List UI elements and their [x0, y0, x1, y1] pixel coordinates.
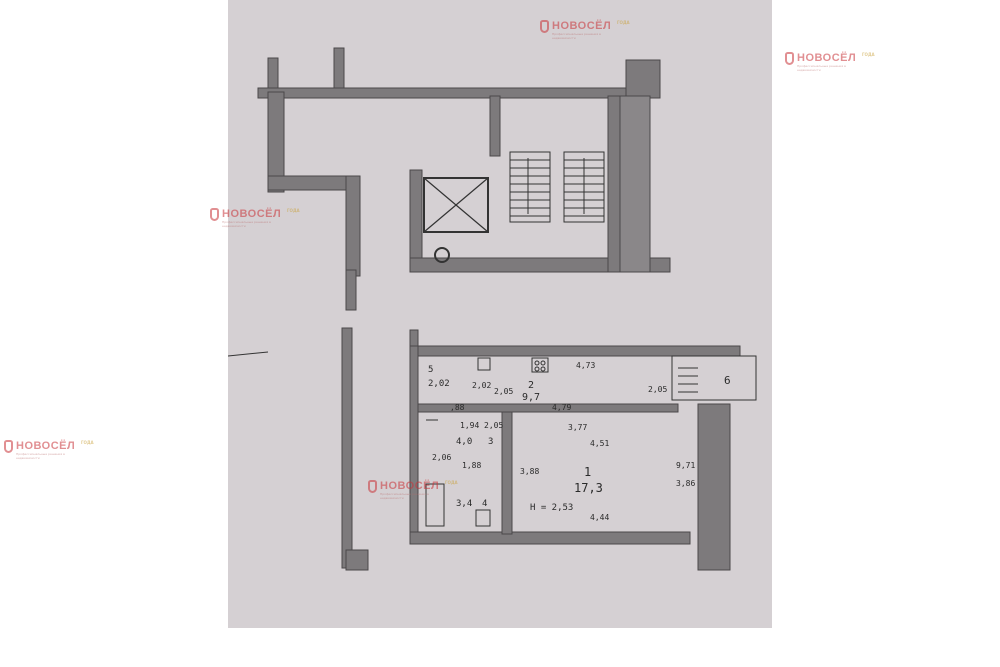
- wall-shaft: [489, 95, 501, 157]
- wall-apartment-top: [409, 345, 741, 357]
- dim-bath-side: 2,05: [494, 387, 513, 396]
- room-3-area: 4,0: [456, 437, 472, 447]
- dim-kitchen-bottom: 4,79: [552, 403, 571, 412]
- watermark-subtitle: Профессиональные решения в недвижимости: [16, 452, 65, 460]
- house-logo-icon: [785, 52, 794, 65]
- walls: [257, 47, 741, 571]
- watermark-logo: НОВОСЁЛ Профессиональные решения в недви…: [785, 52, 875, 72]
- dim-kitchen-top: 4,73: [576, 361, 595, 370]
- dim-hall-width: 1,94: [460, 421, 479, 430]
- watermark-logo: НОВОСЁЛ Профессиональные решения в недви…: [210, 208, 300, 228]
- elevator: [423, 177, 489, 263]
- watermark-logo: НОВОСЁЛ Профессиональные решения в недви…: [540, 20, 630, 40]
- watermark-subtitle: Профессиональные решения в недвижимости: [797, 64, 846, 72]
- dim-room-inner-top: 4,51: [590, 439, 609, 448]
- watermark-badge: ГОДА: [862, 52, 875, 57]
- house-logo-icon: [540, 20, 549, 33]
- dim-hall-bottom: 1,88: [462, 461, 481, 470]
- room-2-area: 9,7: [522, 392, 540, 403]
- wall-left-column: [341, 327, 353, 569]
- room-6-number: 6: [724, 374, 731, 387]
- dim-room-far-right: 9,71: [676, 461, 695, 470]
- dim-closet-side: 2,02: [472, 381, 491, 390]
- room-2-number: 2: [528, 380, 534, 391]
- watermark-subtitle: Профессиональные решения в недвижимости: [222, 220, 271, 228]
- wall-stair-right-thick: [619, 95, 651, 273]
- dim-room-right: 3,86: [676, 479, 695, 488]
- fixtures: [228, 351, 549, 527]
- wall-top-right-block: [625, 59, 661, 99]
- wall-stair-right: [607, 95, 621, 273]
- wall-top-stub-left: [333, 47, 345, 89]
- stairs: [509, 151, 605, 223]
- room-5-area: 2,02: [428, 379, 450, 389]
- watermark-subtitle: Профессиональные решения в недвижимости: [380, 492, 429, 500]
- wall-left-gap: [345, 269, 357, 311]
- wall-top-stub-far: [267, 57, 279, 89]
- watermark-brand: НОВОСЁЛ: [222, 208, 282, 220]
- dim-hall-right: 2,05: [484, 421, 503, 430]
- wall-apartment-bottom: [409, 531, 691, 545]
- room-4-area: 3,4: [456, 499, 472, 509]
- room-5-number: 5: [428, 365, 433, 375]
- wall-apartment-left: [409, 345, 419, 543]
- watermark-brand: НОВОСЁЛ: [797, 52, 857, 64]
- dim-kitchen-right: 2,05: [648, 385, 667, 394]
- dimension-labels: 4,73 4,79 2,05 3,77 4,51 3,86 4,44 9,71 …: [432, 361, 695, 522]
- wall-room-divider: [501, 403, 513, 535]
- dim-room-bottom: 4,44: [590, 513, 609, 522]
- watermark-brand: НОВОСЁЛ: [16, 440, 76, 452]
- wall-apartment-right: [697, 403, 731, 571]
- room-3-number: 3: [488, 437, 493, 447]
- balcony: [671, 355, 757, 401]
- wall-stair-left: [409, 169, 423, 271]
- watermark-logo: НОВОСЁЛ Профессиональные решения в недви…: [4, 440, 94, 460]
- room-labels: 2 9,7 1 17,3 3 4,0 4 3,4 5 2,02 6 Н = 2,…: [428, 365, 731, 513]
- house-logo-icon: [368, 480, 377, 493]
- dim-corridor: 3,88: [520, 467, 539, 476]
- watermark-logo: НОВОСЁЛ Профессиональные решения в недви…: [368, 480, 458, 500]
- wall-left-step: [267, 175, 359, 191]
- wall-left-foot: [345, 549, 369, 571]
- dim-room-top: 3,77: [568, 423, 587, 432]
- wall-left-upper: [267, 91, 285, 193]
- wall-left-mid: [345, 175, 361, 277]
- wall-top-corridor: [257, 87, 661, 99]
- wall-stair-bottom: [409, 257, 671, 273]
- room-1-number: 1: [584, 465, 591, 479]
- house-logo-icon: [4, 440, 13, 453]
- wall-kitchen-divider: [417, 403, 679, 413]
- watermark-badge: ГОДА: [287, 208, 300, 213]
- watermark-badge: ГОДА: [81, 440, 94, 445]
- floor-plan-drawing: 2 9,7 1 17,3 3 4,0 4 3,4 5 2,02 6 Н = 2,…: [228, 47, 757, 571]
- watermark-badge: ГОДА: [445, 480, 458, 485]
- dim-hall-left: 2,06: [432, 453, 451, 462]
- watermark-brand: НОВОСЁЛ: [552, 20, 612, 32]
- house-logo-icon: [210, 208, 219, 221]
- chute: [434, 247, 450, 263]
- watermark-badge: ГОДА: [617, 20, 630, 25]
- floor-plan-photo: 2 9,7 1 17,3 3 4,0 4 3,4 5 2,02 6 Н = 2,…: [228, 0, 772, 628]
- room-1-area: 17,3: [574, 481, 603, 495]
- ceiling-height: Н = 2,53: [530, 503, 573, 513]
- watermark-subtitle: Профессиональные решения в недвижимости: [552, 32, 601, 40]
- watermark-brand: НОВОСЁЛ: [380, 480, 440, 492]
- dim-closet-bottom: ,88: [450, 403, 465, 412]
- room-4-number: 4: [482, 499, 487, 509]
